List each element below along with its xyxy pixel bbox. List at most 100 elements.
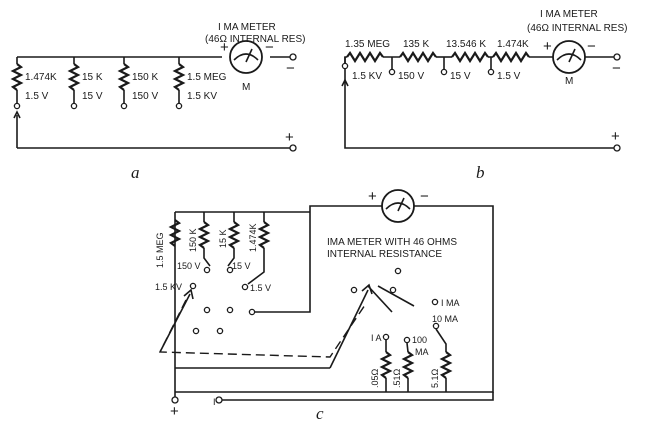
- fig-a-resistor-1-range: 1.5 V: [25, 91, 49, 102]
- fig-b-tap-3[interactable]: [440, 68, 448, 76]
- fig-c-tap-10ma[interactable]: [432, 322, 440, 330]
- fig-a-meter: [229, 40, 263, 74]
- fig-b-out-minus: −: [612, 60, 621, 77]
- fig-b-bottom-bus: [344, 61, 617, 149]
- fig-c-tap-1ma[interactable]: [431, 298, 439, 306]
- fig-a-resistor-4-value: 1.5 MEG: [187, 72, 227, 83]
- fig-b-meter-minus: −: [587, 38, 596, 55]
- fig-b-meter-plus: +: [543, 38, 552, 55]
- fig-c-resistor-3: [227, 221, 241, 249]
- fig-b-tap-1-label: 1.5 KV: [352, 71, 382, 82]
- fig-b-terminal-minus[interactable]: [613, 53, 621, 61]
- fig-c-meter-plus: +: [368, 188, 377, 205]
- fig-a-tap-1[interactable]: [13, 102, 21, 110]
- fig-b-caption: b: [476, 163, 485, 182]
- fig-b-meter: [552, 40, 586, 74]
- fig-a-resistor-2-range: 15 V: [82, 91, 103, 102]
- fig-c-tap-100ma[interactable]: [403, 336, 411, 344]
- fig-b-terminal-plus[interactable]: [613, 144, 621, 152]
- fig-a-resistor-4: [172, 63, 186, 91]
- fig-c-resistor-4: [257, 221, 271, 249]
- fig-c-tap-100-label: 100: [412, 335, 427, 345]
- fig-c-terminal-plus[interactable]: [171, 396, 179, 404]
- fig-c-current-switch-arm: [329, 289, 369, 369]
- fig-a-resistor-2: [67, 63, 81, 91]
- fig-c-contact-4[interactable]: [192, 327, 200, 335]
- fig-c-contact-1[interactable]: [203, 306, 211, 314]
- figure-b-series-multiplier: 1.35 MEG 135 K 13.546 K 1.474K 1.5 KV 15…: [341, 9, 627, 182]
- fig-b-resistor-1: [346, 50, 384, 64]
- fig-b-resistor-3-value: 13.546 K: [446, 39, 486, 50]
- fig-c-shunt-3-value: 5.1Ω: [430, 368, 440, 388]
- fig-b-resistor-3: [451, 50, 489, 64]
- fig-c-tap-1a[interactable]: [382, 333, 390, 341]
- fig-c-tap-1ma-label: I MA: [441, 298, 460, 308]
- fig-a-meter-plus: +: [220, 39, 229, 56]
- fig-c-current-contact-b[interactable]: [389, 286, 397, 294]
- fig-a-resistor-4-range: 1.5 KV: [187, 91, 217, 102]
- fig-b-tap-3-label: 15 V: [450, 71, 471, 82]
- fig-a-out-plus: +: [285, 129, 294, 146]
- fig-c-resistor-1: [168, 219, 182, 247]
- fig-c-current-contact-c[interactable]: [394, 267, 402, 275]
- fig-c-shunt-1-value: .05Ω: [370, 368, 380, 388]
- fig-a-tap-4[interactable]: [175, 102, 183, 110]
- fig-c-tap-1a-label: I A: [371, 333, 382, 343]
- fig-c-current-contact-a[interactable]: [350, 286, 358, 294]
- fig-c-terminal-minus[interactable]: [215, 396, 223, 404]
- fig-c-resistor-2-value: 150 K: [188, 228, 198, 252]
- fig-c-shunt-3: [439, 351, 453, 379]
- fig-c-bottom-plus: +: [170, 403, 179, 420]
- fig-c-tap-15v[interactable]: [226, 266, 234, 274]
- fig-b-meter-label-1: I MA METER: [540, 9, 598, 20]
- fig-c-tap-ma-label: MA: [415, 347, 429, 357]
- fig-a-out-minus: −: [286, 60, 295, 77]
- fig-a-resistor-2-value: 15 K: [82, 72, 103, 83]
- fig-a-terminal-plus[interactable]: [289, 144, 297, 152]
- fig-c-ganged-linkage: [158, 299, 366, 358]
- fig-a-tap-2[interactable]: [70, 102, 78, 110]
- fig-a-resistor-1: [10, 63, 24, 91]
- fig-c-volt-return: [255, 212, 311, 313]
- fig-b-tap-2[interactable]: [388, 68, 396, 76]
- fig-c-tap-1-5v-label: 1.5 V: [250, 283, 271, 293]
- fig-b-resistor-2: [399, 50, 437, 64]
- fig-b-tap-4[interactable]: [487, 68, 495, 76]
- fig-b-out-plus: +: [611, 128, 620, 145]
- fig-c-meter-label-2: INTERNAL RESISTANCE: [327, 249, 442, 260]
- fig-c-meter-label-1: IMA METER WITH 46 OHMS: [327, 237, 457, 248]
- fig-c-contact-3[interactable]: [216, 327, 224, 335]
- fig-c-meter-minus: −: [420, 188, 429, 205]
- fig-c-meter: [381, 189, 415, 223]
- fig-c-shunt-2: [401, 351, 415, 379]
- fig-b-selector-arrow: [341, 78, 349, 87]
- fig-a-meter-minus: −: [265, 39, 274, 56]
- fig-c-resistor-4-value: 1.474K: [248, 223, 258, 252]
- fig-a-meter-letter: M: [242, 82, 250, 93]
- fig-c-tap-1-5v[interactable]: [241, 283, 249, 291]
- fig-b-resistor-2-value: 135 K: [403, 39, 429, 50]
- fig-c-contact-5[interactable]: [248, 308, 256, 316]
- fig-b-tap-1[interactable]: [341, 62, 349, 70]
- fig-c-contact-2[interactable]: [226, 306, 234, 314]
- fig-b-resistor-1-value: 1.35 MEG: [345, 39, 390, 50]
- fig-c-tap-1-5kv[interactable]: [189, 282, 197, 290]
- fig-a-resistor-1-value: 1.474K: [25, 72, 57, 83]
- fig-c-shunt-1: [379, 351, 393, 379]
- fig-b-meter-label-2: (46Ω INTERNAL RES): [527, 23, 627, 34]
- fig-a-tap-3[interactable]: [120, 102, 128, 110]
- fig-a-meter-label-2: (46Ω INTERNAL RES): [205, 34, 305, 45]
- fig-b-tap-2-label: 150 V: [398, 71, 424, 82]
- fig-a-caption: a: [131, 163, 140, 182]
- fig-a-meter-label-1: I MA METER: [218, 22, 276, 33]
- fig-c-tap-150v[interactable]: [203, 266, 211, 274]
- fig-c-tap-15v-label: 15 V: [232, 261, 251, 271]
- fig-a-resistor-3: [117, 63, 131, 91]
- fig-a-resistor-3-range: 150 V: [132, 91, 158, 102]
- fig-a-terminal-minus[interactable]: [289, 53, 297, 61]
- fig-c-caption: c: [316, 404, 324, 423]
- fig-c-resistor-2: [197, 221, 211, 249]
- fig-c-right-bus: [175, 205, 494, 393]
- figure-a-parallel-multiplier: I MA METER (46Ω INTERNAL RES) + − M − + …: [10, 22, 305, 182]
